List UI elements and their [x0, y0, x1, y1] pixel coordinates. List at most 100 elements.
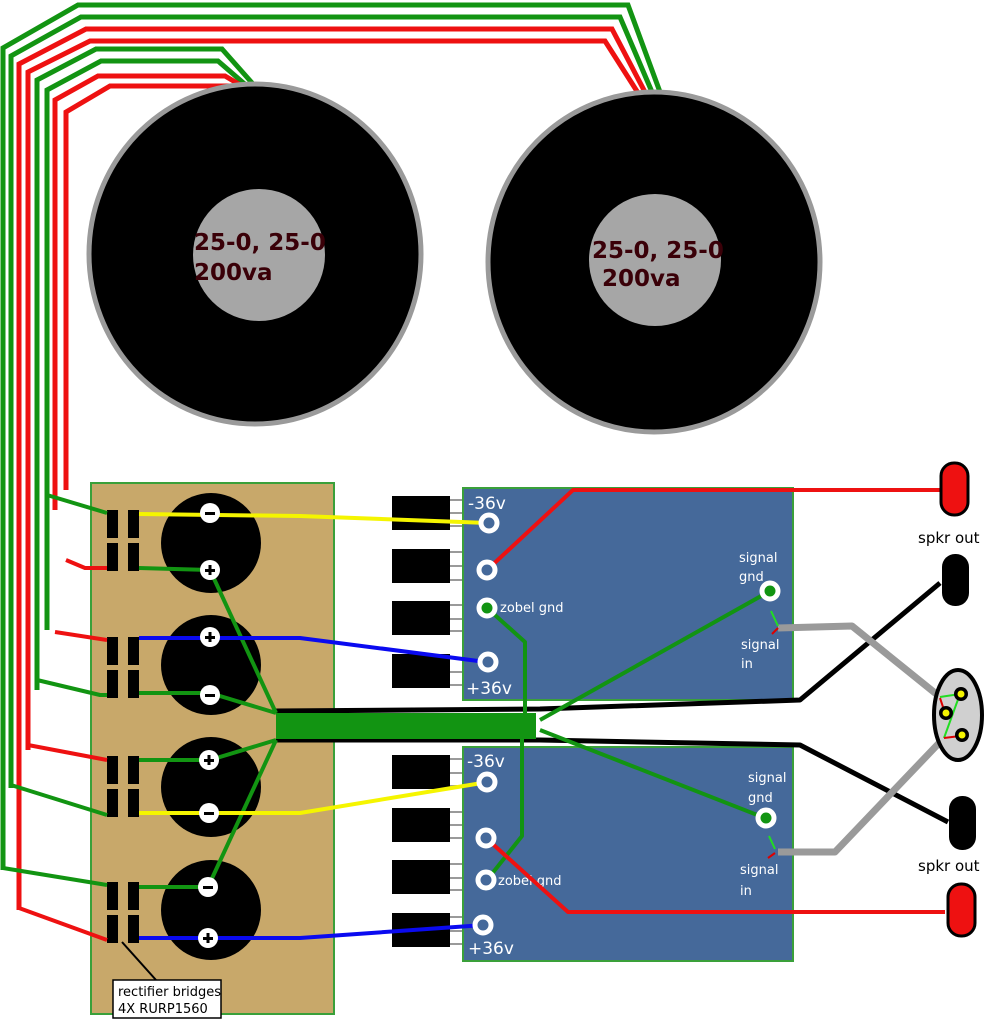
amp-board-bottom-pcb [462, 746, 794, 962]
amp-top-signal-gnd-label-1: signal [739, 551, 777, 566]
amp-bottom-zobel-label: zobel gnd [498, 874, 562, 889]
amp-top-signal-gnd-label-2: gnd [739, 570, 764, 585]
amp-board-top: -36v +36v zobel gnd signal gnd signal in [392, 487, 794, 701]
diode [128, 756, 139, 784]
diode [107, 510, 118, 538]
pad-bottom-signal-gnd [755, 807, 777, 829]
transformer-left-label-1: 25-0, 25-0 [194, 230, 326, 256]
capacitor-terminals [198, 503, 220, 948]
wire-red-feed-d2 [54, 630, 108, 642]
pad-top-signal-gnd [759, 580, 781, 602]
spkr-terminal-top-neg[interactable] [942, 554, 969, 606]
rectifier-callout: rectifier bridges 4X RURP1560 [112, 941, 222, 1019]
minus-icon [205, 694, 215, 697]
diode [128, 882, 139, 910]
transistor [392, 755, 450, 789]
diode [128, 637, 139, 665]
wire-red-feed-d3 [27, 743, 108, 762]
wire-green-zobel-top [484, 605, 527, 722]
diode [107, 915, 118, 943]
amp-board-top-pcb [462, 487, 794, 701]
wire-green-feed-d3 [10, 783, 108, 817]
transformer-right-label-1: 25-0, 25-0 [592, 238, 724, 264]
pad-bottom-pos [472, 914, 494, 936]
wire-red-inner-1 [52, 73, 244, 510]
transistors-top [392, 496, 464, 688]
input-connector[interactable] [932, 668, 984, 762]
wire-gray-signal-top [777, 622, 943, 700]
pad-top-zobel [476, 597, 498, 619]
wire-green-inner-1 [34, 46, 255, 690]
spkr-terminal-bottom-neg[interactable] [949, 796, 976, 850]
wire-green-zobel-bottom [485, 735, 524, 882]
pad-bottom-neg [476, 771, 498, 793]
amp-bottom-signal-gnd-label-2: gnd [748, 791, 773, 806]
diode [107, 637, 118, 665]
wire-green-feed-d1 [46, 493, 108, 515]
wire-black-gnd-bottom [276, 737, 950, 825]
callout-text-2: 4X RURP1560 [118, 1002, 208, 1017]
spkr-terminal-top-pos[interactable] [939, 461, 970, 517]
wire-green-inner-2 [44, 58, 249, 630]
amp-bottom-signal-gnd-label-1: signal [748, 771, 786, 786]
plus-icon-v [208, 565, 212, 575]
wire-red-spkr-bottom [484, 836, 945, 914]
minus-icon [205, 512, 215, 515]
connector-pin-2-core [942, 709, 950, 717]
wire-red-outer-1 [16, 26, 649, 910]
wire-green-cap2-minus [209, 691, 277, 715]
wire-red-stub-top [771, 627, 779, 635]
wire-red-feed-d1 [65, 558, 107, 570]
transistor [392, 496, 450, 530]
transformer-right-center [589, 194, 721, 326]
amp-board-bottom: -36v +36v zobel gnd signal gnd signal in [392, 746, 794, 962]
diode [128, 789, 139, 817]
wire-green-feed-d2 [36, 678, 107, 697]
callout-box [112, 979, 222, 1019]
minus-icon [204, 812, 214, 815]
transistor [392, 549, 450, 583]
wire-green-diode1 [138, 566, 211, 572]
diode [128, 543, 139, 571]
spkr-terminal-bottom-pos[interactable] [946, 882, 977, 938]
spkr-out-label-top: spkr out [918, 529, 980, 547]
wire-green-gnd-to-top-signal [539, 589, 771, 722]
amp-top-neg-rail-label: -36v [468, 494, 506, 514]
diode [107, 882, 118, 910]
wire-yellow-bottom [139, 780, 489, 815]
pad-top-neg [478, 512, 500, 534]
wire-blue-bottom [139, 923, 485, 940]
wire-gray-signal-bottom [778, 738, 944, 856]
wire-green-feed-d4 [2, 866, 108, 887]
spkr-out-label-bottom: spkr out [918, 857, 980, 875]
amp-bottom-neg-rail-label: -36v [467, 752, 505, 772]
amp-top-pos-rail-label: +36v [466, 679, 512, 699]
wire-green-stub-bottom [768, 835, 776, 850]
amp-top-zobel-label: zobel gnd [500, 601, 564, 616]
plus-icon-v [207, 755, 211, 765]
diode [107, 543, 118, 571]
pad-top-pos [477, 651, 499, 673]
transistors-bottom [392, 755, 464, 947]
wire-green-cap3-plus [209, 738, 277, 762]
wire-blue-top [139, 636, 487, 664]
wire-green-gnd-to-bottom-signal [539, 728, 766, 820]
transformer-right-label-2: 200va [602, 266, 681, 292]
connector-pin-3-core [958, 731, 966, 739]
diode [128, 670, 139, 698]
transformer-feed-wires [0, 2, 663, 910]
wire-green-cap1-plus [208, 569, 278, 714]
transistor [392, 654, 450, 688]
amp-bottom-pos-rail-label: +36v [468, 939, 514, 959]
transistor [392, 860, 450, 894]
amp-top-signal-in-label-2: in [741, 657, 753, 672]
wire-red-stub-bottom [767, 852, 776, 859]
speaker-outputs: spkr out spkr out [918, 461, 980, 938]
plus-icon-v [208, 632, 212, 642]
transistor [392, 808, 450, 842]
amp-bottom-signal-in-label-2: in [740, 884, 752, 899]
diode [128, 510, 139, 538]
wire-red-inner-2 [63, 83, 242, 490]
minus-icon [203, 886, 213, 889]
